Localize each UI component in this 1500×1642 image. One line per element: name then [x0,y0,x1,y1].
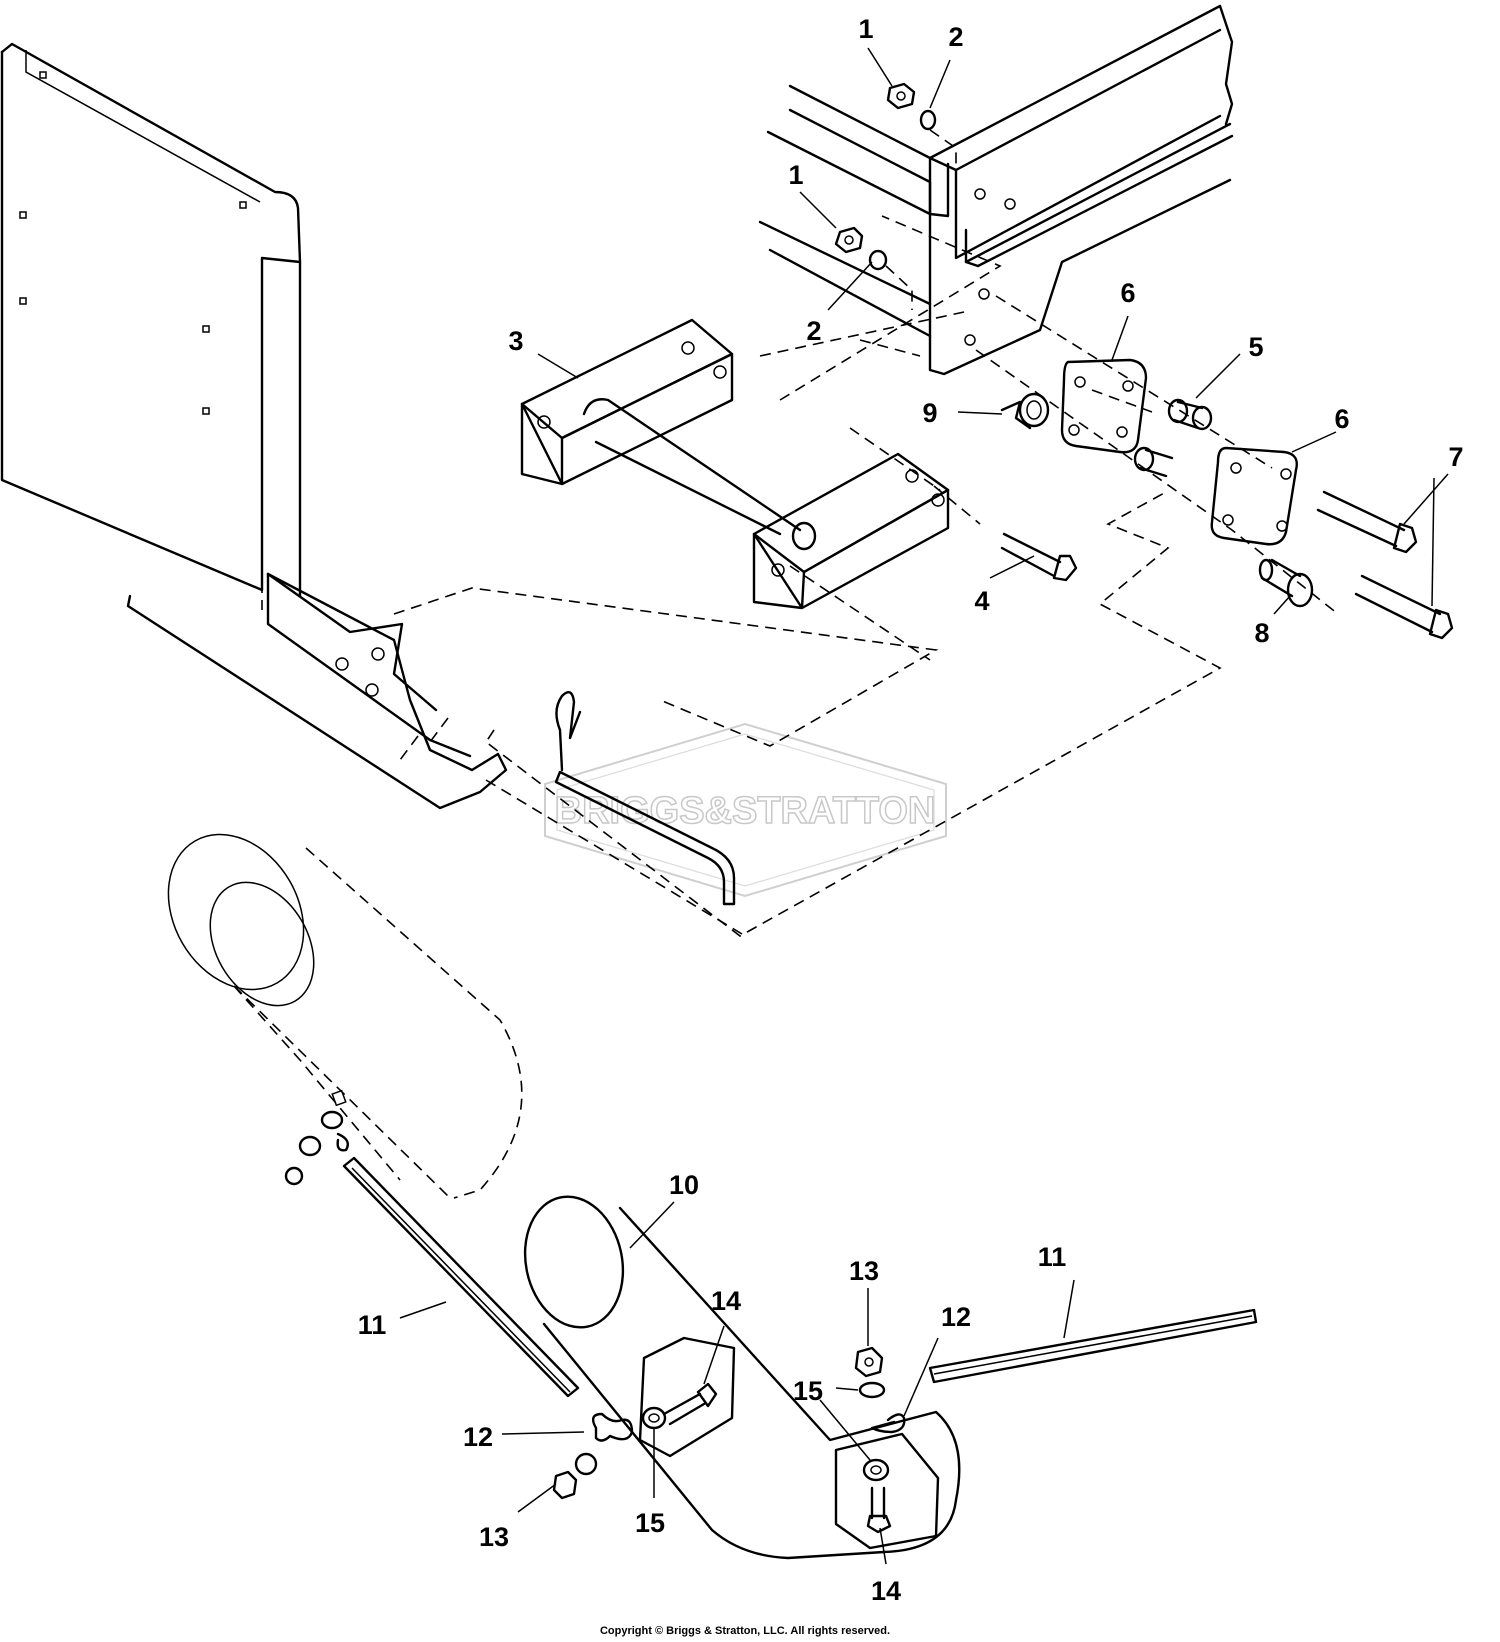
callout-12-left: 12 [463,1422,493,1452]
leader-lines [399,47,1449,1565]
callout-1-lower: 1 [788,160,803,190]
hinge-bracket [126,572,508,810]
nut-washer-lower [834,226,913,310]
callout-14-upper: 14 [711,1286,741,1316]
nut-washer-upper [886,82,957,174]
lower-chute [523,1195,961,1560]
callout-6-lower: 6 [1334,404,1349,434]
watermark-text: BRIGGS&STRATTON [555,790,936,832]
callout-6-upper: 6 [1120,278,1135,308]
callout-5: 5 [1248,332,1263,362]
callout-8: 8 [1254,618,1269,648]
callout-4: 4 [974,586,989,616]
callout-2-lower: 2 [806,316,821,346]
callout-11-right: 11 [1038,1242,1067,1272]
frame-corner [758,4,1234,376]
handle-pin [554,690,736,906]
callout-14-lower: 14 [871,1576,901,1606]
axle-bracket [520,318,950,610]
callout-10: 10 [669,1170,699,1200]
hardware-right-bottom [854,1346,906,1434]
spacer-5 [1133,398,1213,478]
slide-rail-left [342,1156,580,1398]
callout-15-left: 15 [635,1508,665,1538]
spring-clip-9 [1000,392,1050,430]
slide-rail-right [928,1308,1258,1384]
callout-12-right: 12 [941,1302,971,1332]
bolt-4 [1000,532,1078,582]
callout-13-right: 13 [849,1256,879,1286]
callout-11-left: 11 [358,1310,387,1340]
callout-13-left: 13 [479,1522,509,1552]
callout-labels: 1 2 1 2 3 4 5 6 6 7 8 9 10 11 11 12 12 1… [358,14,1464,1606]
hardware-left-bottom [552,1412,634,1500]
callout-2-upper: 2 [948,22,963,52]
callout-1-upper: 1 [858,14,873,44]
upper-chute-tube [167,833,523,1199]
callout-7: 7 [1448,442,1463,472]
copyright-notice: Copyright © Briggs & Stratton, LLC. All … [600,1625,890,1637]
brand-watermark: BRIGGS&STRATTON [544,722,947,898]
callout-9: 9 [922,398,937,428]
deflector-plate [0,42,302,610]
upper-chute-hardware [284,1089,349,1186]
clevis-pin-8 [1258,558,1314,608]
bolts-14 [662,1382,892,1534]
bolts-7 [1316,490,1454,640]
callout-15-right: 15 [793,1376,823,1406]
hinge-plates [1060,358,1298,546]
callout-3: 3 [508,326,523,356]
